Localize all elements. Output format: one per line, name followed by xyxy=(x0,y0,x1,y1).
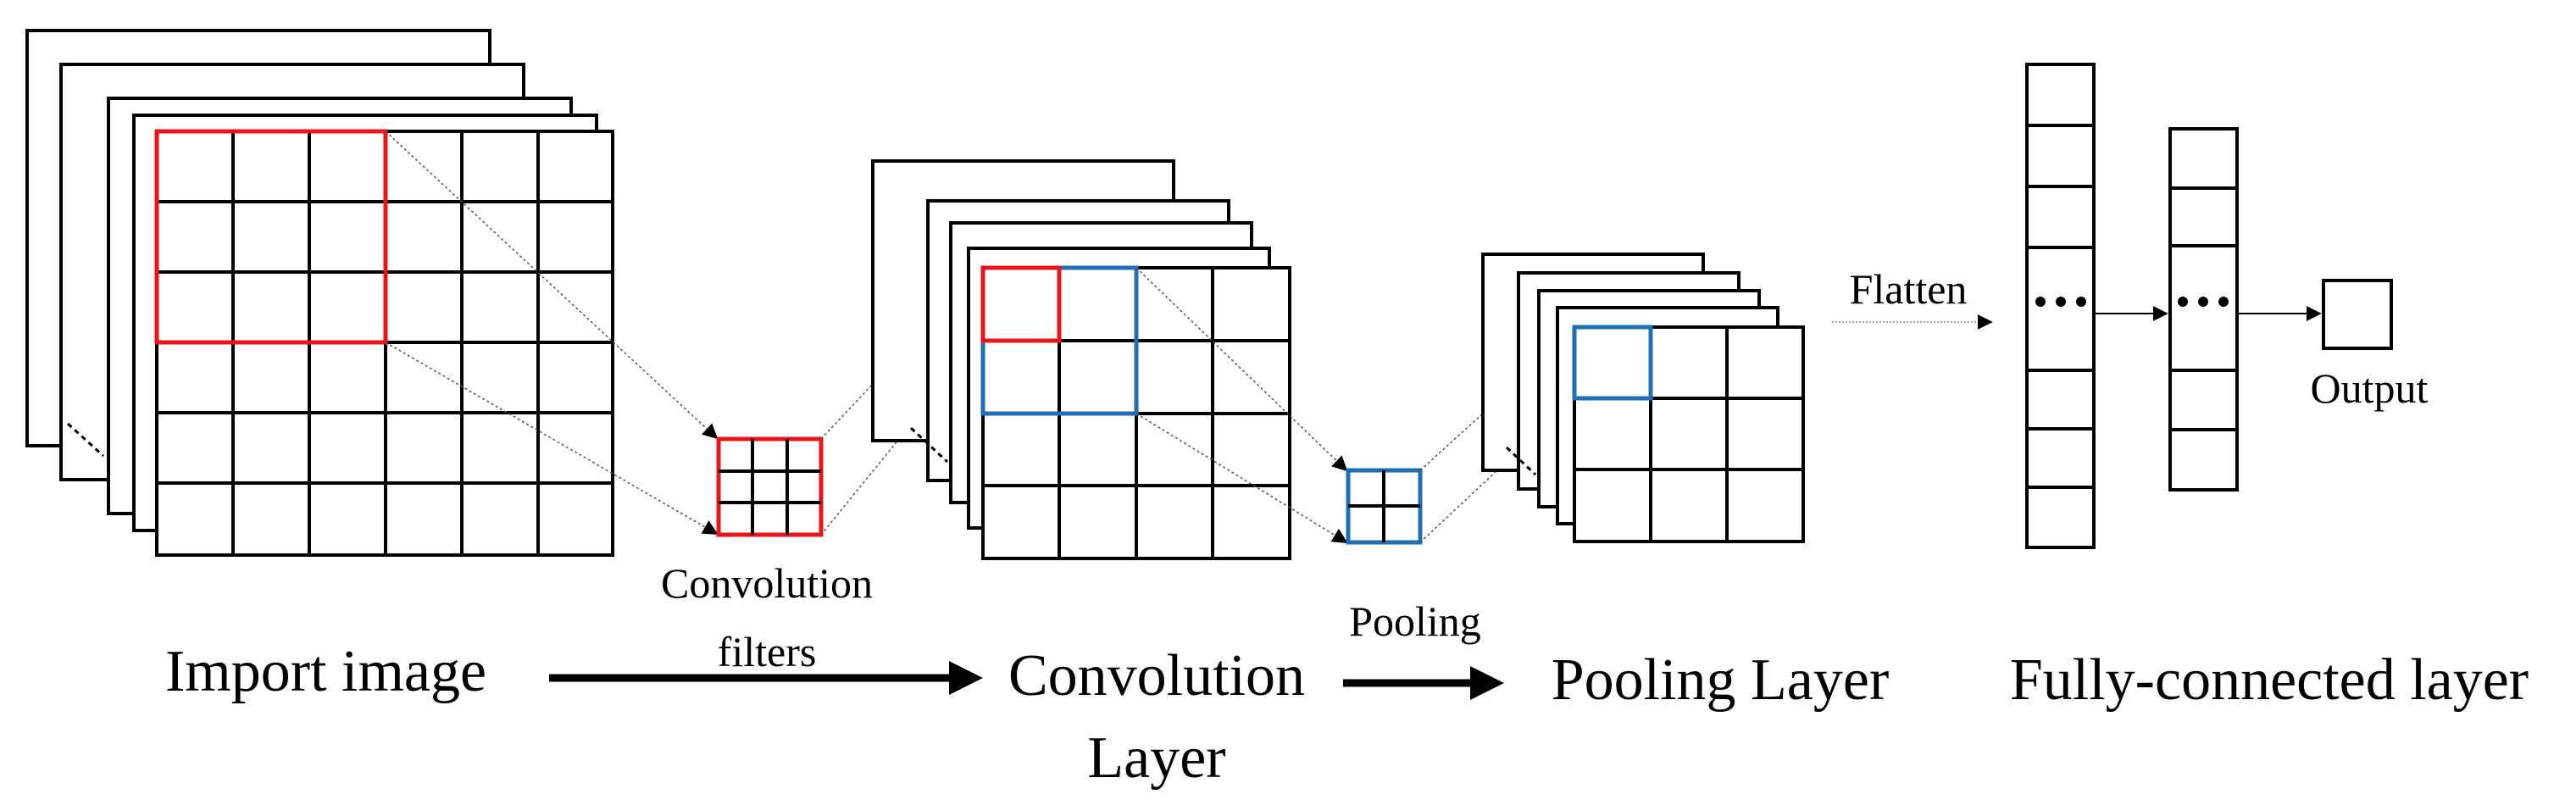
convolution-layer-label-line1: Convolution xyxy=(1008,643,1305,708)
pooling-output-cell-highlight xyxy=(1572,325,1653,401)
input-to-filter-connectors xyxy=(385,131,719,535)
conv-to-pool-arrowhead xyxy=(1470,666,1504,700)
fully-connected-layer-label: Fully-connected layer xyxy=(2010,647,2529,713)
conv-stack-ellipsis xyxy=(909,426,949,464)
import-to-conv-arrowhead xyxy=(949,661,983,695)
fc-column-2-ellipsis xyxy=(2178,297,2229,307)
convolution-filters-label-line2: filters xyxy=(718,628,817,675)
pooling-layer-label: Pooling Layer xyxy=(1552,647,1890,713)
pooling-label: Pooling xyxy=(1349,597,1481,645)
input-image-stack xyxy=(25,29,614,557)
conv-output-cell-highlight xyxy=(980,265,1062,343)
convolution-layer-label-line2: Layer xyxy=(1087,725,1225,791)
flatten-label: Flatten xyxy=(1850,265,1968,313)
conv-layer-stack xyxy=(871,159,1291,560)
output-label: Output xyxy=(2311,364,2429,412)
output-node xyxy=(2322,279,2393,350)
fc-column-1-ellipsis xyxy=(2035,297,2086,307)
fc-column-2 xyxy=(2168,127,2239,492)
input-stack-ellipsis xyxy=(66,422,105,458)
convolution-filter xyxy=(716,436,824,537)
pooling-grid-frame xyxy=(1573,325,1805,543)
conv-to-pool-connectors xyxy=(1135,267,1348,543)
pool-stack-ellipsis xyxy=(1505,446,1537,476)
input-receptive-field-highlight xyxy=(154,129,388,345)
pooling-filter xyxy=(1346,468,1423,545)
convolution-filters-label-line1: Convolution xyxy=(661,559,873,607)
import-image-label: Import image xyxy=(165,639,486,704)
